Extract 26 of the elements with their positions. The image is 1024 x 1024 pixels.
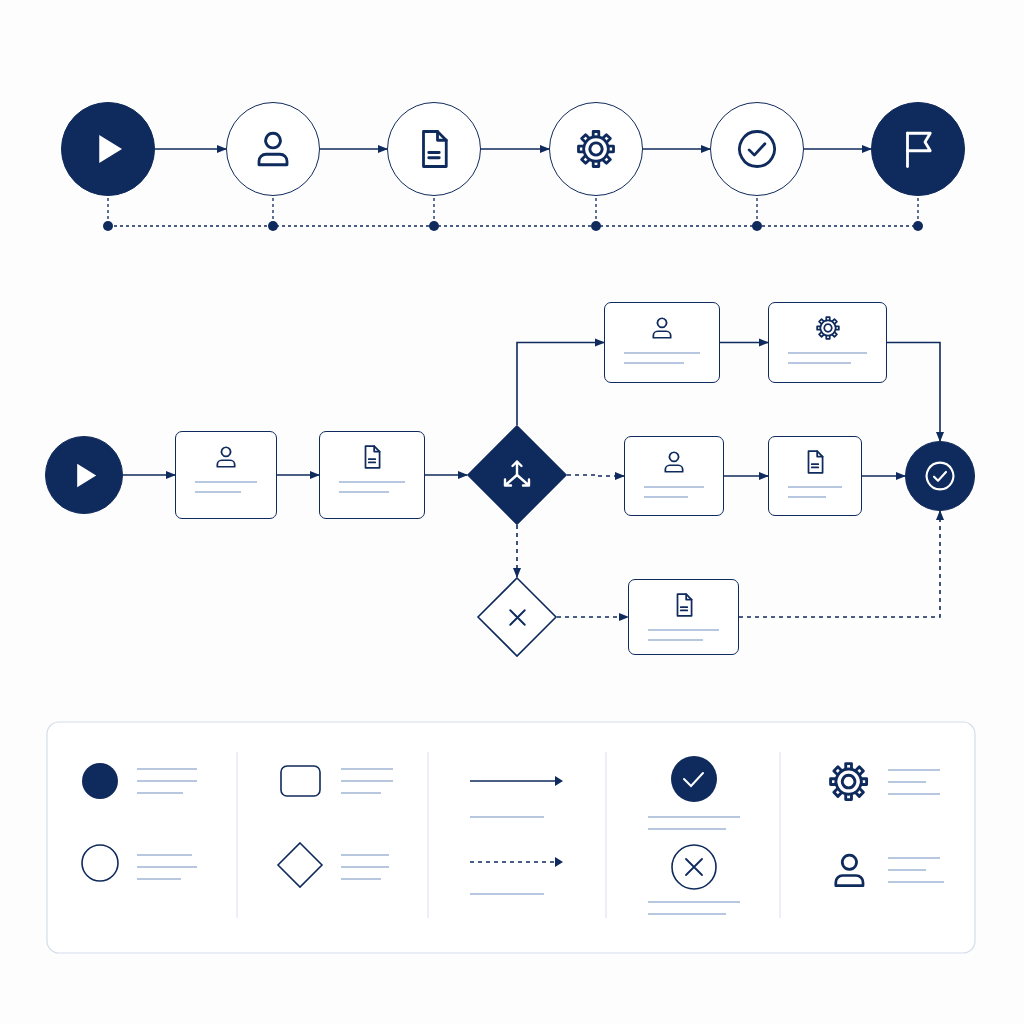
arrow [803,145,872,153]
arrow [122,471,176,479]
decision-diamond [467,425,567,525]
arrow [319,145,388,153]
arrow [738,510,944,618]
arrow [154,145,227,153]
process-box [624,436,724,516]
process-box [768,302,887,383]
arrow [276,471,320,479]
decision-diamond [477,577,557,657]
arrow [723,472,769,480]
arrow [424,471,468,479]
arrow [513,524,521,578]
arrow [480,145,550,153]
arrow [861,472,906,480]
arrow [719,338,769,347]
arrow [886,341,944,442]
process-box [628,579,739,655]
arrow [566,472,625,480]
process-box [768,436,862,516]
arrow [642,145,711,153]
process-box [319,431,425,519]
process-box [604,302,720,383]
process-box [175,431,277,519]
arrow [556,613,629,621]
arrow [516,338,605,426]
